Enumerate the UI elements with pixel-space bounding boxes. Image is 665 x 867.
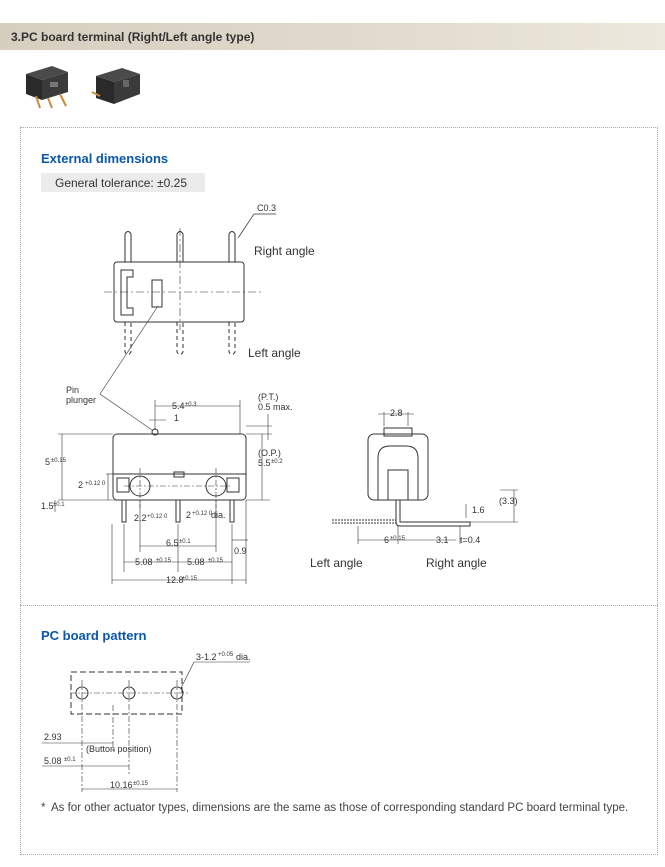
general-tolerance-box: General tolerance: ±0.25 <box>41 173 205 192</box>
dim-3-3: (3.3) <box>499 496 518 506</box>
dim-6: 6 <box>384 535 389 545</box>
section-title-bar: 3.PC board terminal (Right/Left angle ty… <box>0 23 665 50</box>
dim-12-8: 12.8 <box>166 575 184 585</box>
right-angle-label-2: Right angle <box>426 556 487 570</box>
button-position-label: (Button position) <box>86 744 152 754</box>
dim-6-5: 6.5 <box>166 538 179 548</box>
pc-board-pattern-heading: PC board pattern <box>41 628 147 643</box>
dim-1: 1 <box>174 413 179 423</box>
dim-5-4: 5.4 <box>172 401 185 411</box>
op-tolerance: ±0.2 <box>271 459 283 465</box>
dim-0-9: 0.9 <box>234 546 247 556</box>
dim-2-2-tol: +0.12 0 <box>147 514 168 520</box>
holes-label: 3-1.2 <box>196 652 217 662</box>
holes-dia: dia. <box>236 652 251 662</box>
dim-10-16-tol: ±0.15 <box>133 781 149 787</box>
dim-6-5-tol: ±0.1 <box>179 539 191 545</box>
right-angle-label: Right angle <box>254 244 315 258</box>
dim-5-08a: 5.08 <box>135 557 153 567</box>
dim-2-2: 2.2 <box>134 513 147 523</box>
side-view-drawing <box>332 412 518 544</box>
dim-5-08-tol: ±0.1 <box>64 757 76 763</box>
dim-5-tol: ±0.15 <box>51 458 67 464</box>
pt-label: (P.T.) <box>258 392 278 402</box>
dim-1-6: 1.6 <box>472 505 485 515</box>
dim-10-16: 10.16 <box>110 780 133 790</box>
dia-label: dia. <box>211 510 226 520</box>
dim-2a: 2 <box>78 480 83 490</box>
dim-12-8-tol: ±0.15 <box>182 576 198 582</box>
section-title: 3.PC board terminal (Right/Left angle ty… <box>11 30 255 44</box>
dim-5: 5 <box>45 457 50 467</box>
dim-3-1: 3.1 <box>436 535 449 545</box>
op-value: 5.5 <box>258 458 271 468</box>
product-photos <box>26 66 140 109</box>
dim-2a-tol: +0.12 0 <box>85 481 106 487</box>
external-dimensions-heading: External dimensions <box>41 151 169 166</box>
dim-2-8: 2.8 <box>390 408 403 418</box>
dim-5-08: 5.08 <box>44 756 62 766</box>
op-label: (O.P.) <box>258 448 281 458</box>
dim-2b-tol: +0.12 0 <box>192 511 213 517</box>
dim-5-4-tol: ±0.3 <box>185 402 197 408</box>
dim-6-tol: ±0.15 <box>390 536 406 542</box>
pin-plunger-label-2: plunger <box>66 395 96 405</box>
left-angle-label-2: Left angle <box>310 556 363 570</box>
switch-photo-right-angle <box>26 66 68 109</box>
dim-1-5: 1.5 <box>41 501 54 511</box>
switch-photo-left-angle <box>91 68 140 104</box>
footnote-text: As for other actuator types, dimensions … <box>51 802 629 814</box>
holes-tolerance: +0.05 <box>218 652 234 658</box>
dim-5-08a-tol: ±0.15 <box>156 558 172 564</box>
dim-2-93: 2.93 <box>44 732 62 742</box>
dim-2b: 2 <box>186 510 191 520</box>
dim-1-5-tol: ±0.1 <box>53 502 65 508</box>
dimensions-panel <box>20 127 658 855</box>
dim-5-08b: 5.08 <box>187 557 205 567</box>
left-angle-label: Left angle <box>248 346 301 360</box>
panel-divider <box>20 605 658 606</box>
footnote-asterisk: * <box>41 802 46 814</box>
dim-5-08b-tol: ±0.15 <box>208 558 224 564</box>
front-view-drawing <box>54 305 272 584</box>
c03-label: C0.3 <box>257 203 276 213</box>
top-view-drawing <box>104 213 276 355</box>
footnote: * As for other actuator types, dimension… <box>41 800 651 816</box>
pt-value: 0.5 max. <box>258 402 293 412</box>
t-0-4: t=0.4 <box>460 535 480 545</box>
pin-plunger-label-1: Pin <box>66 385 79 395</box>
